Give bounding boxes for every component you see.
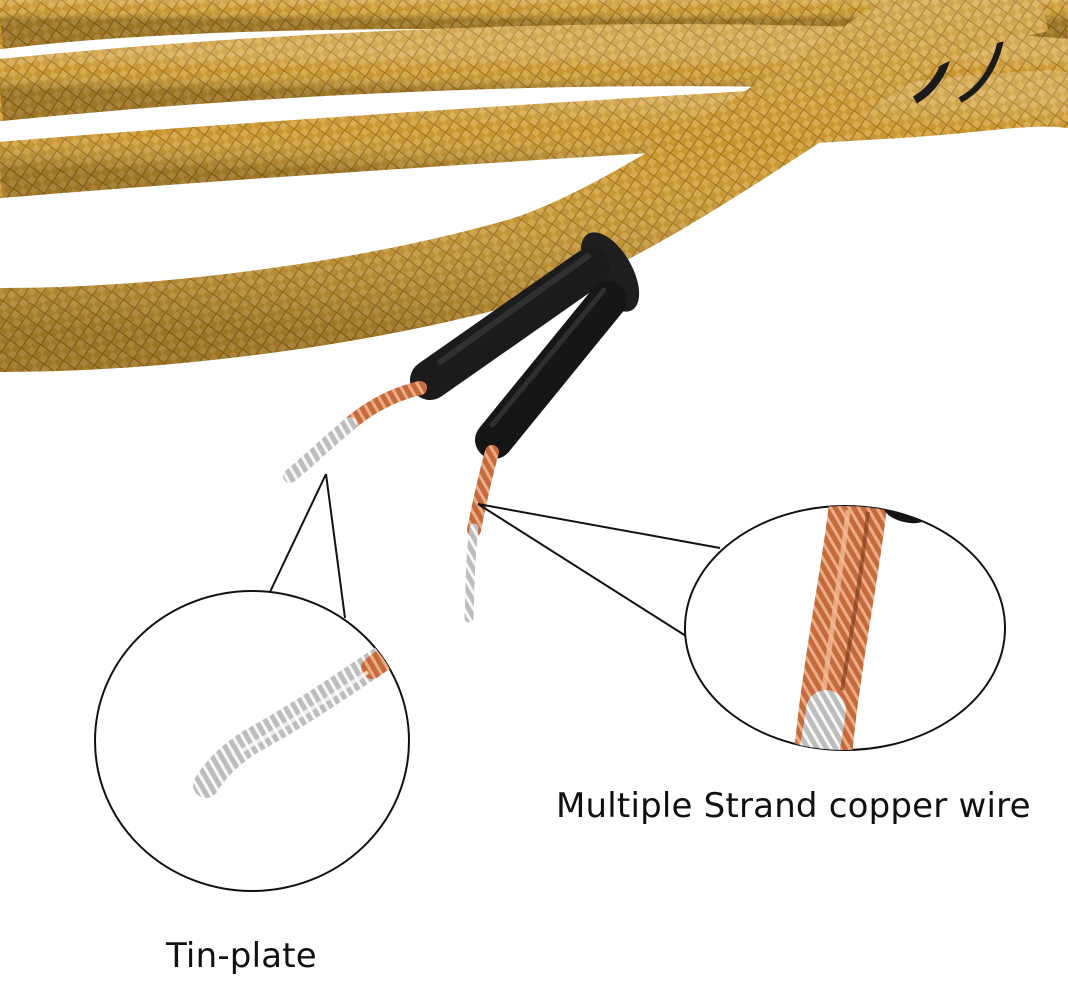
inner-conductors	[410, 248, 627, 459]
magnifier-tin-plate	[94, 590, 410, 892]
tin-plate-label: Tin-plate	[166, 936, 317, 976]
exposed-wire-copper	[464, 445, 499, 623]
copper-wire-label: Multiple Strand copper wire	[556, 786, 1031, 826]
cable-coil	[0, 0, 1068, 198]
magnifier-copper-strand	[684, 505, 1006, 751]
exposed-wire-tin	[283, 381, 427, 483]
callout-lines	[269, 473, 721, 637]
